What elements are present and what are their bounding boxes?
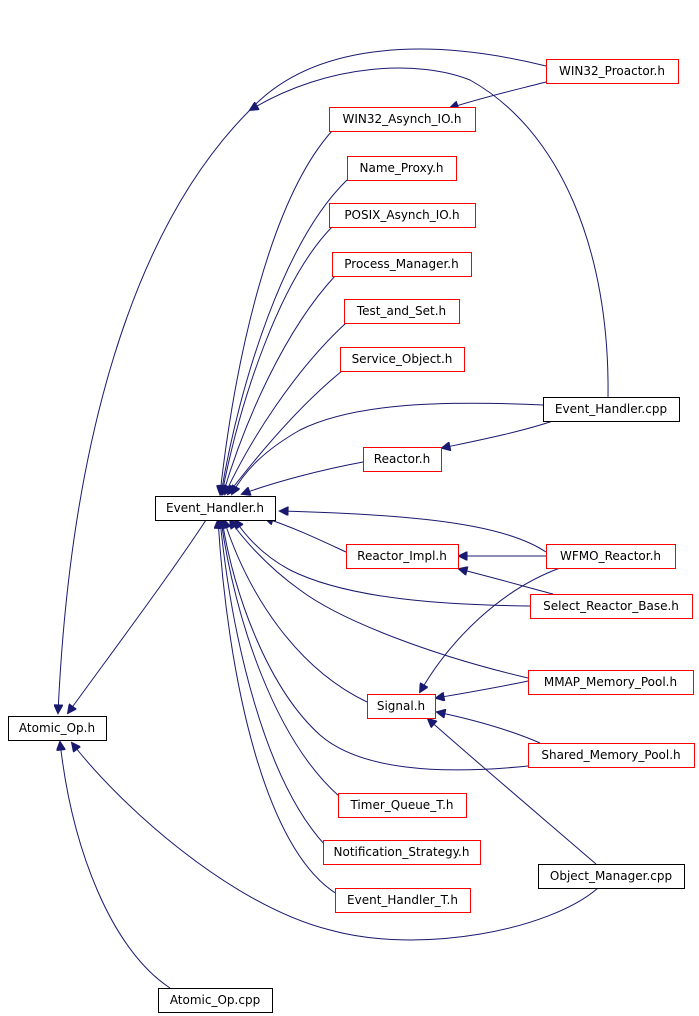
- edge-mmap-memory-pool-h-to-signal-h: [436, 680, 529, 698]
- node-event-handler-cpp[interactable]: Event_Handler.cpp: [543, 397, 680, 422]
- node-box: [329, 107, 476, 132]
- edge-object-manager-cpp-to-signal-h: [428, 719, 597, 865]
- edge-win32-proactor-h-to-win32-asynch-io-h: [450, 81, 547, 108]
- edge-atomic-op-cpp-to-atomic-op-h: [60, 742, 171, 989]
- edge-reactor-impl-h-to-event-handler-h: [265, 518, 347, 553]
- node-label: Atomic_Op.h: [19, 721, 95, 735]
- node-label: Atomic_Op.cpp: [170, 993, 260, 1007]
- node-mmap-memory-pool-h[interactable]: MMAP_Memory_Pool.h: [528, 670, 694, 695]
- node-label: Event_Handler.cpp: [555, 402, 667, 416]
- node-name-proxy-h[interactable]: Name_Proxy.h: [347, 156, 457, 181]
- edge-process-manager-h-to-event-handler-h: [223, 275, 336, 494]
- edge-object-manager-cpp-to-atomic-op-h: [72, 743, 599, 941]
- node-label: Shared_Memory_Pool.h: [541, 748, 680, 762]
- node-box: [323, 840, 481, 865]
- edge-timer-queue-t-h-to-event-handler-h: [221, 520, 341, 798]
- node-reactor-impl-h[interactable]: Reactor_Impl.h: [346, 544, 459, 569]
- node-posix-asynch-io-h[interactable]: POSIX_Asynch_IO.h: [329, 203, 476, 228]
- node-label: Timer_Queue_T.h: [349, 798, 453, 812]
- edge-notification-strategy-h-to-event-handler-h: [220, 520, 326, 846]
- node-label: Object_Manager.cpp: [550, 869, 672, 883]
- node-label: MMAP_Memory_Pool.h: [544, 675, 677, 689]
- node-label: WIN32_Proactor.h: [559, 64, 665, 78]
- node-label: Service_Object.h: [352, 352, 453, 366]
- node-box: [546, 544, 676, 569]
- node-label: WIN32_Asynch_IO.h: [343, 112, 462, 126]
- edge-mmap-memory-pool-h-to-event-handler-h: [230, 520, 529, 679]
- node-atomic-op-h[interactable]: Atomic_Op.h: [8, 716, 107, 741]
- node-signal-h[interactable]: Signal.h: [367, 694, 436, 719]
- node-select-reactor-base-h[interactable]: Select_Reactor_Base.h: [530, 594, 693, 619]
- node-box: [530, 594, 693, 619]
- node-box: [8, 716, 107, 741]
- edge-test-and-set-h-to-event-handler-h: [225, 322, 347, 494]
- graph-nodes: Atomic_Op.hAtomic_Op.cppEvent_Handler.hW…: [8, 59, 695, 1013]
- edge-event-handler-cpp-to-win32-proactor-h: [250, 67, 609, 398]
- node-box: [528, 670, 694, 695]
- node-box: [367, 694, 436, 719]
- node-box: [346, 544, 459, 569]
- edge-shared-memory-pool-h-to-event-handler-h: [222, 520, 529, 771]
- node-box: [329, 203, 476, 228]
- edge-select-reactor-base-h-to-event-handler-h: [235, 520, 531, 607]
- node-label: Event_Handler_T.h: [347, 893, 458, 907]
- node-label: POSIX_Asynch_IO.h: [344, 208, 459, 222]
- node-shared-memory-pool-h[interactable]: Shared_Memory_Pool.h: [528, 743, 695, 768]
- edge-reactor-h-to-event-handler-h: [242, 461, 364, 494]
- node-label: Select_Reactor_Base.h: [543, 599, 679, 613]
- edge-win32-proactor-h-to-atomic-op-h: [58, 48, 547, 713]
- edge-service-object-h-to-event-handler-h: [228, 370, 343, 494]
- node-label: Event_Handler.h: [166, 501, 264, 515]
- node-label: Reactor_Impl.h: [357, 549, 447, 563]
- node-timer-queue-t-h[interactable]: Timer_Queue_T.h: [338, 793, 467, 818]
- node-box: [340, 347, 465, 372]
- edge-event-handler-cpp-to-reactor-h: [442, 420, 554, 448]
- node-label: WFMO_Reactor.h: [560, 549, 661, 563]
- node-reactor-h[interactable]: Reactor.h: [363, 447, 442, 472]
- edge-name-proxy-h-to-event-handler-h: [221, 179, 348, 494]
- node-atomic-op-cpp[interactable]: Atomic_Op.cpp: [158, 988, 273, 1013]
- edge-win32-asynch-io-h-to-event-handler-h: [220, 130, 333, 494]
- edge-event-handler-cpp-to-event-handler-h: [232, 402, 544, 494]
- node-win32-proactor-h[interactable]: WIN32_Proactor.h: [546, 59, 679, 84]
- node-box: [338, 793, 467, 818]
- node-label: Notification_Strategy.h: [334, 845, 470, 859]
- edge-signal-h-to-event-handler-h: [224, 520, 368, 703]
- node-process-manager-h[interactable]: Process_Manager.h: [332, 252, 472, 277]
- node-box: [347, 156, 457, 181]
- node-label: Name_Proxy.h: [360, 161, 444, 175]
- node-box: [155, 496, 276, 521]
- node-box: [538, 864, 685, 889]
- node-notification-strategy-h[interactable]: Notification_Strategy.h: [323, 840, 481, 865]
- edge-shared-memory-pool-h-to-signal-h: [437, 712, 541, 744]
- edge-event-handler-h-to-atomic-op-h: [68, 519, 207, 713]
- node-box: [546, 59, 679, 84]
- node-event-handler-t-h[interactable]: Event_Handler_T.h: [335, 888, 471, 913]
- graph-edges: [58, 48, 609, 989]
- node-box: [543, 397, 680, 422]
- node-object-manager-cpp[interactable]: Object_Manager.cpp: [538, 864, 685, 889]
- node-service-object-h[interactable]: Service_Object.h: [340, 347, 465, 372]
- node-box: [344, 299, 460, 324]
- edge-select-reactor-base-h-to-reactor-impl-h: [459, 569, 554, 595]
- node-wfmo-reactor-h[interactable]: WFMO_Reactor.h: [546, 544, 676, 569]
- node-label: Process_Manager.h: [344, 257, 458, 271]
- node-label: Reactor.h: [374, 452, 430, 466]
- node-test-and-set-h[interactable]: Test_and_Set.h: [344, 299, 460, 324]
- edge-wfmo-reactor-h-to-event-handler-h: [280, 511, 547, 553]
- edge-event-handler-t-h-to-event-handler-h: [218, 520, 338, 895]
- node-box: [332, 252, 472, 277]
- edge-wfmo-reactor-h-to-signal-h: [420, 567, 561, 692]
- node-box: [335, 888, 471, 913]
- node-box: [158, 988, 273, 1013]
- node-box: [528, 743, 695, 768]
- node-box: [363, 447, 442, 472]
- node-label: Test_and_Set.h: [356, 304, 446, 318]
- node-label: Signal.h: [377, 699, 425, 713]
- node-event-handler-h[interactable]: Event_Handler.h: [155, 496, 276, 521]
- node-win32-asynch-io-h[interactable]: WIN32_Asynch_IO.h: [329, 107, 476, 132]
- edge-posix-asynch-io-h-to-event-handler-h: [222, 226, 333, 494]
